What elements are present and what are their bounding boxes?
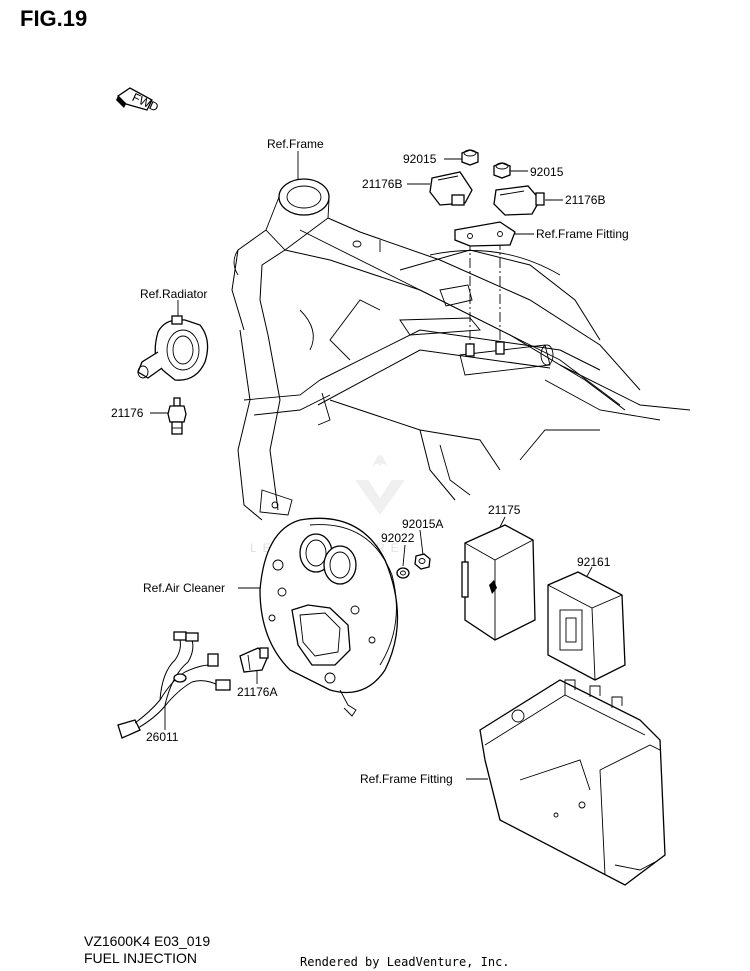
- label-92015-left: 92015: [403, 152, 437, 166]
- sensor-21176a: [239, 647, 269, 673]
- sensor-21176: [167, 397, 187, 435]
- footer-code: VZ1600K4 E03_019: [84, 933, 211, 949]
- ecu-21175: [461, 524, 536, 641]
- label-21176b-right: 21176B: [565, 193, 605, 207]
- label-ref-air-cleaner: Ref.Air Cleaner: [143, 581, 225, 595]
- footer-title: FUEL INJECTION: [84, 950, 198, 966]
- label-21176: 21176: [111, 406, 144, 420]
- label-ref-frame: Ref.Frame: [267, 137, 324, 151]
- nut-92015-left: [461, 149, 479, 166]
- radiator-housing: [137, 315, 209, 381]
- cover-92161: [547, 571, 626, 681]
- frame-drawing: [231, 178, 691, 521]
- fwd-label: FWD: [130, 90, 161, 114]
- label-92161: 92161: [577, 555, 611, 569]
- sensor-21176b-right: [493, 185, 545, 216]
- fwd-arrow-icon: FWD: [116, 87, 161, 115]
- label-92022: 92022: [381, 531, 415, 545]
- harness-26011: [117, 631, 231, 739]
- label-26011: 26011: [146, 730, 179, 744]
- sensor-21176b-left: [429, 171, 473, 206]
- nut-92015-right: [493, 162, 511, 179]
- label-92015-right: 92015: [530, 165, 564, 179]
- washer-92022: [396, 567, 410, 579]
- part-labels: Ref.Frame 92015 92015 21176B 21176B Ref.…: [111, 137, 629, 786]
- footer-rendered-by: Rendered by LeadVenture, Inc.: [300, 955, 510, 969]
- label-ref-frame-fitting-top: Ref.Frame Fitting: [536, 227, 629, 241]
- label-21176b-left: 21176B: [362, 177, 402, 191]
- frame-fitting-tray: [479, 679, 666, 886]
- label-ref-radiator: Ref.Radiator: [140, 287, 207, 301]
- frame-fitting-plate: [454, 221, 516, 357]
- figure-title: FIG.19: [20, 6, 88, 31]
- label-21176a: 21176A: [237, 685, 277, 699]
- label-21175: 21175: [488, 503, 521, 517]
- nut-92015a: [414, 553, 431, 570]
- label-92015a: 92015A: [402, 517, 443, 531]
- air-cleaner-case: [259, 517, 399, 717]
- label-ref-frame-fitting-bottom: Ref.Frame Fitting: [360, 772, 453, 786]
